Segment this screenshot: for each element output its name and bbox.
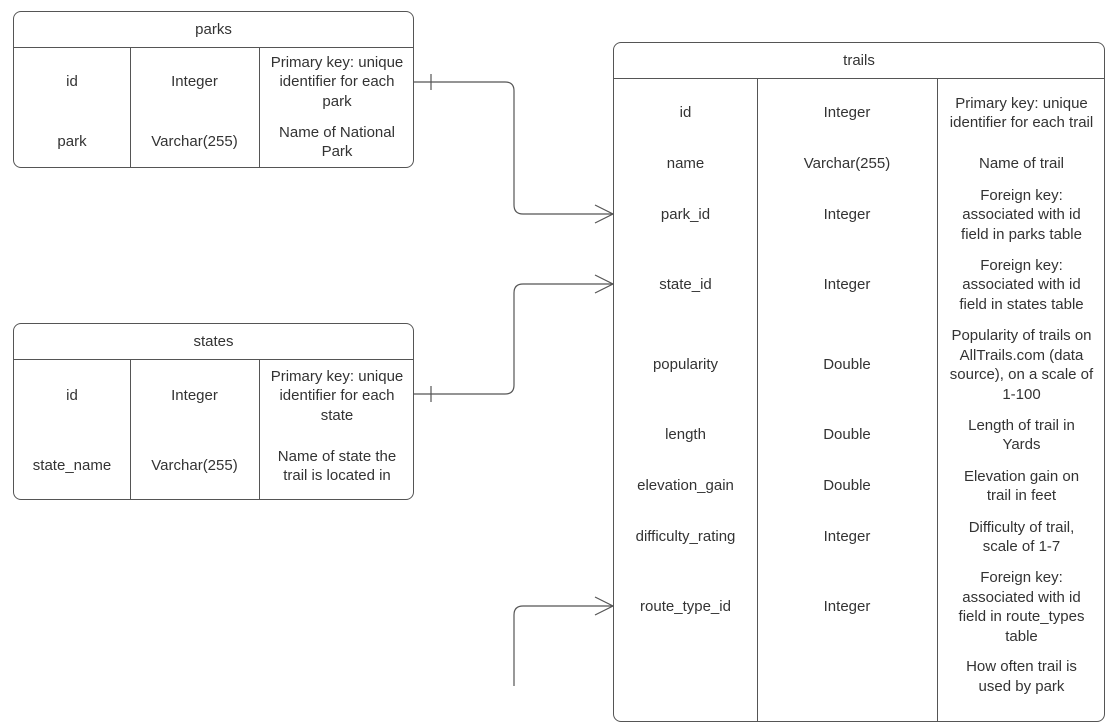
table-title: states — [14, 324, 413, 360]
states-table[interactable]: states id Integer Primary key: unique id… — [13, 323, 414, 500]
field-type: Integer — [171, 387, 218, 405]
field-name: state_name — [32, 457, 112, 475]
field-description: Name of trail — [978, 155, 1065, 173]
field-name: length — [665, 426, 706, 444]
parks-table[interactable]: parks id Integer Primary key: unique ide… — [13, 11, 414, 168]
field-type: Double — [823, 477, 871, 495]
field-type: Integer — [823, 276, 871, 294]
field-description: Elevation gain on trail in feet — [963, 467, 1080, 505]
field-description: Name of National Park — [279, 123, 395, 161]
field-name: popularity — [652, 356, 719, 374]
field-type: Integer — [823, 104, 871, 122]
field-description: Foreign key: associated with id field in… — [958, 569, 1085, 645]
field-name: route_type_id — [640, 598, 731, 616]
field-type — [757, 651, 937, 723]
table-title: parks — [14, 12, 413, 48]
field-description: Primary key: unique identifier for each … — [270, 53, 404, 110]
field-description: Length of trail in Yards — [968, 416, 1075, 454]
field-type: Integer — [171, 73, 218, 91]
field-description: Primary key: unique identifier for each … — [270, 367, 404, 424]
field-type: Integer — [823, 598, 871, 616]
table-title: trails — [614, 43, 1104, 79]
connector-states-trails — [414, 274, 615, 402]
field-name: elevation_gain — [637, 477, 734, 495]
connector-route-types-trails — [513, 596, 615, 686]
field-description: Primary key: unique identifier for each … — [949, 94, 1094, 132]
field-type: Varchar(255) — [151, 133, 238, 151]
field-description: Popularity of trails on AllTrails.com (d… — [949, 327, 1094, 403]
field-name — [614, 651, 757, 723]
field-name: state_id — [659, 276, 712, 294]
trails-table[interactable]: trails id Integer Primary key: unique id… — [613, 42, 1105, 722]
field-type: Varchar(255) — [151, 457, 238, 475]
field-name: park — [57, 133, 87, 151]
field-name: park_id — [660, 206, 711, 224]
field-name: id — [66, 387, 78, 405]
field-description: Difficulty of trail, scale of 1-7 — [968, 518, 1075, 556]
field-type: Double — [823, 426, 871, 444]
field-description: Name of state the trail is located in — [277, 447, 397, 485]
field-name: difficulty_rating — [635, 528, 736, 546]
field-description: Foreign key: associated with id field in… — [961, 186, 1082, 243]
field-type: Double — [823, 356, 871, 374]
field-type: Integer — [823, 528, 871, 546]
field-name: id — [679, 104, 692, 122]
field-description: How often trail is used by park — [966, 658, 1077, 695]
field-type: Varchar(255) — [803, 155, 891, 173]
field-name: name — [666, 155, 705, 173]
connector-parks-trails — [414, 74, 615, 224]
field-name: id — [66, 73, 78, 91]
field-type: Integer — [823, 206, 871, 224]
field-description: Foreign key: associated with id field in… — [959, 256, 1084, 313]
